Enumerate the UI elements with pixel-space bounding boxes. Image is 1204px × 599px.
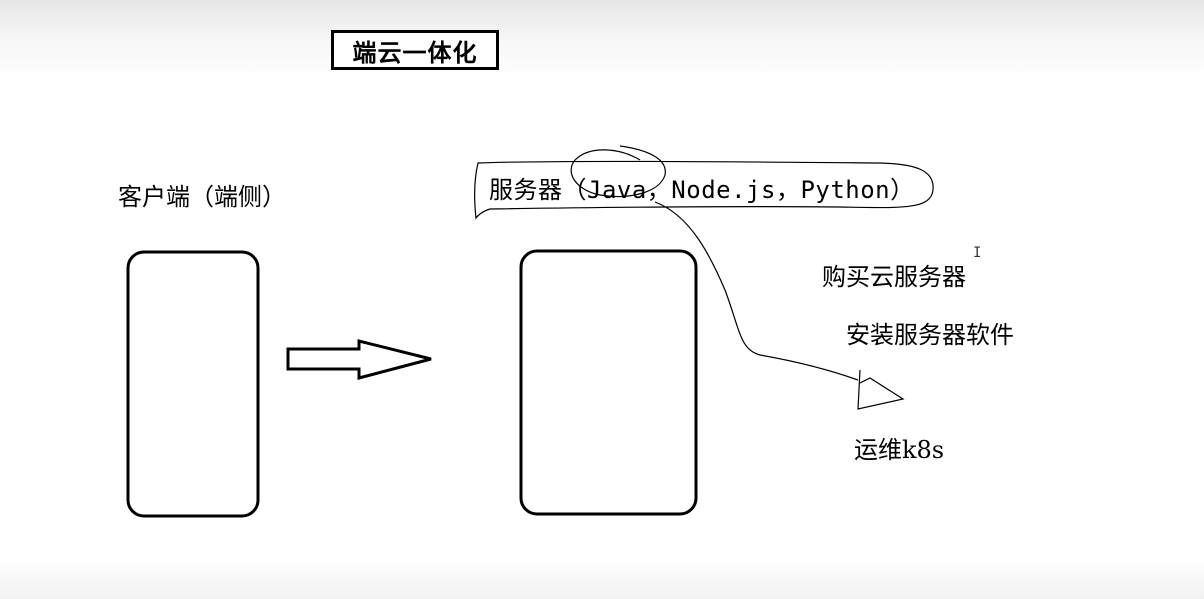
server-label-outline [474,160,934,220]
server-device-box [519,249,698,516]
java-highlight-circle [570,145,666,198]
arrow-client-to-server [286,339,432,380]
diagram-title-text: 端云一体化 [352,37,478,67]
client-label: 客户端（端侧） [118,183,286,211]
flow-line-to-ops [654,201,859,381]
diagram-title: 端云一体化 [331,30,499,70]
step-buy-cloud-server: 购买云服务器 [822,263,966,291]
flow-arrowhead [857,369,905,410]
client-device-box [126,250,260,518]
text-cursor-icon: I [973,245,982,261]
server-label: 服务器（Java，Node.js，Python） [489,176,915,204]
step-install-server-software: 安装服务器软件 [846,321,1014,349]
step-ops-k8s: 运维k8s [854,436,945,464]
